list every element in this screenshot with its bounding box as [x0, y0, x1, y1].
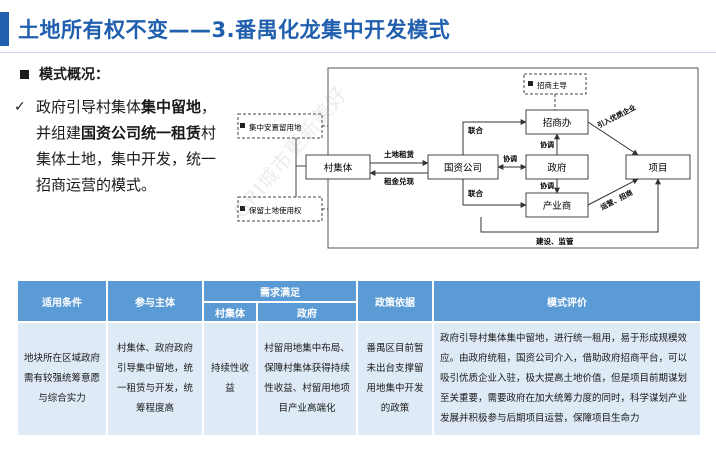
joint-top-arrow — [462, 119, 527, 155]
check-icon: ✓ — [14, 99, 26, 115]
concentrated-land-label: 集中安置留用地 — [249, 122, 302, 132]
bullet-seg-3: ，并组建 — [36, 98, 217, 142]
build-supervise-arrow — [480, 178, 661, 233]
village-label: 村集体 — [324, 162, 353, 174]
overview-heading: 模式概况： — [39, 67, 109, 83]
cell-policy: 番禺区目前暂未出台支撑留用地集中开发的政策 — [356, 321, 434, 437]
title-bar: 土地所有权不变——3.番禺化龙集中开发模式 — [0, 12, 716, 53]
table-row: 地块所在区域政府需有较强统筹意愿与综合实力 村集体、政府政府引导集中留地，统一租… — [16, 321, 702, 437]
reserved-land-box — [237, 196, 323, 222]
build-supervise-label: 建设、监管 — [535, 236, 574, 246]
investment-office-label: 招商办 — [543, 117, 572, 129]
coordinate-left-label: 协调 — [503, 154, 517, 163]
header-gov-col: 政府 — [256, 301, 358, 323]
overview-section: 模式概况： ✓ 政府引导村集体集中留地，并组建国资公司统一租赁村集体土地，集中开… — [14, 64, 222, 198]
cell-participants: 村集体、政府政府引导集中留地，统一租赁与开发，统筹程度高 — [106, 321, 204, 437]
government-label: 政府 — [547, 162, 567, 174]
overview-bullet-text: 政府引导村集体集中留地，并组建国资公司统一租赁村集体土地，集中开发，统一招商运营… — [36, 94, 222, 198]
header-demand: 需求满足 — [202, 279, 358, 303]
operate-invest-label: 运营、招商 — [599, 188, 634, 212]
state-company-label: 国资公司 — [444, 163, 482, 174]
mode-flow-diagram: 集中安置留用地 保留土地使用权 村集体 土地租赁 租金兑现 国资公司 招商主导 … — [236, 66, 702, 252]
cell-condition: 地块所在区域政府需有较强统筹意愿与综合实力 — [16, 321, 108, 437]
investment-lead-label: 招商主导 — [537, 80, 567, 90]
bullet-seg-1: 政府引导村集体 — [36, 98, 142, 116]
village-link-top — [295, 138, 306, 167]
coordinate-bottom-label: 协调 — [540, 181, 554, 190]
header-village-col: 村集体 — [202, 301, 258, 323]
mode-evaluation-table: 适用条件 参与主体 需求满足 政策依据 模式评价 村集体 政府 地块所在区域政府… — [16, 279, 702, 437]
project-label: 项目 — [648, 163, 667, 174]
attract-enterprise-arrow — [587, 121, 639, 156]
rent-payment-label: 租金兑现 — [384, 176, 414, 186]
title-accent-bar — [0, 12, 9, 46]
attract-enterprise-label: 引入优质企业 — [596, 103, 638, 130]
header-evaluation: 模式评价 — [432, 279, 702, 323]
investment-lead-marker-icon — [528, 81, 533, 86]
project-box — [625, 154, 691, 180]
joint-bottom-arrow — [462, 179, 527, 208]
title-divider — [0, 52, 716, 53]
bullet-seg-2: 集中留地 — [141, 98, 202, 116]
square-bullet-icon — [20, 69, 29, 79]
village-box — [305, 154, 371, 180]
industry-bureau-label: 产业商 — [543, 200, 572, 212]
cell-gov-need: 村留用地集中布局、保障村集体获得持续性收益、村留用地项目产业高端化 — [256, 321, 358, 437]
cell-evaluation: 政府引导村集体集中留地，进行统一租用，易于形成规模效应。由政府统租，国资公司介入… — [432, 321, 702, 437]
joint-bottom-label: 联合 — [468, 188, 483, 198]
header-policy: 政策依据 — [356, 279, 434, 323]
overview-bullet: ✓ 政府引导村集体集中留地，并组建国资公司统一租赁村集体土地，集中开发，统一招商… — [14, 94, 222, 198]
cell-village-need: 持续性收益 — [202, 321, 258, 437]
concentrated-land-marker-icon — [240, 123, 245, 128]
page-title: 土地所有权不变——3.番禺化龙集中开发模式 — [18, 18, 451, 42]
land-lease-label: 土地租赁 — [384, 149, 414, 159]
reserved-land-label: 保留土地使用权 — [249, 205, 302, 215]
header-participants: 参与主体 — [106, 279, 204, 323]
bullet-seg-5: 村集体土地，集中开发，统一招商运营的模式。 — [36, 124, 217, 194]
flow-diagram-svg: 集中安置留用地 保留土地使用权 村集体 土地租赁 租金兑现 国资公司 招商主导 … — [237, 67, 699, 249]
reserved-land-marker-icon — [240, 206, 245, 211]
bullet-seg-4: 国资公司统一租赁 — [81, 124, 202, 142]
operate-invest-arrow — [587, 178, 639, 206]
coordinate-top-label: 协调 — [540, 140, 554, 149]
joint-top-label: 联合 — [468, 125, 483, 135]
header-condition: 适用条件 — [16, 279, 108, 323]
overview-heading-row: 模式概况： — [14, 64, 222, 84]
